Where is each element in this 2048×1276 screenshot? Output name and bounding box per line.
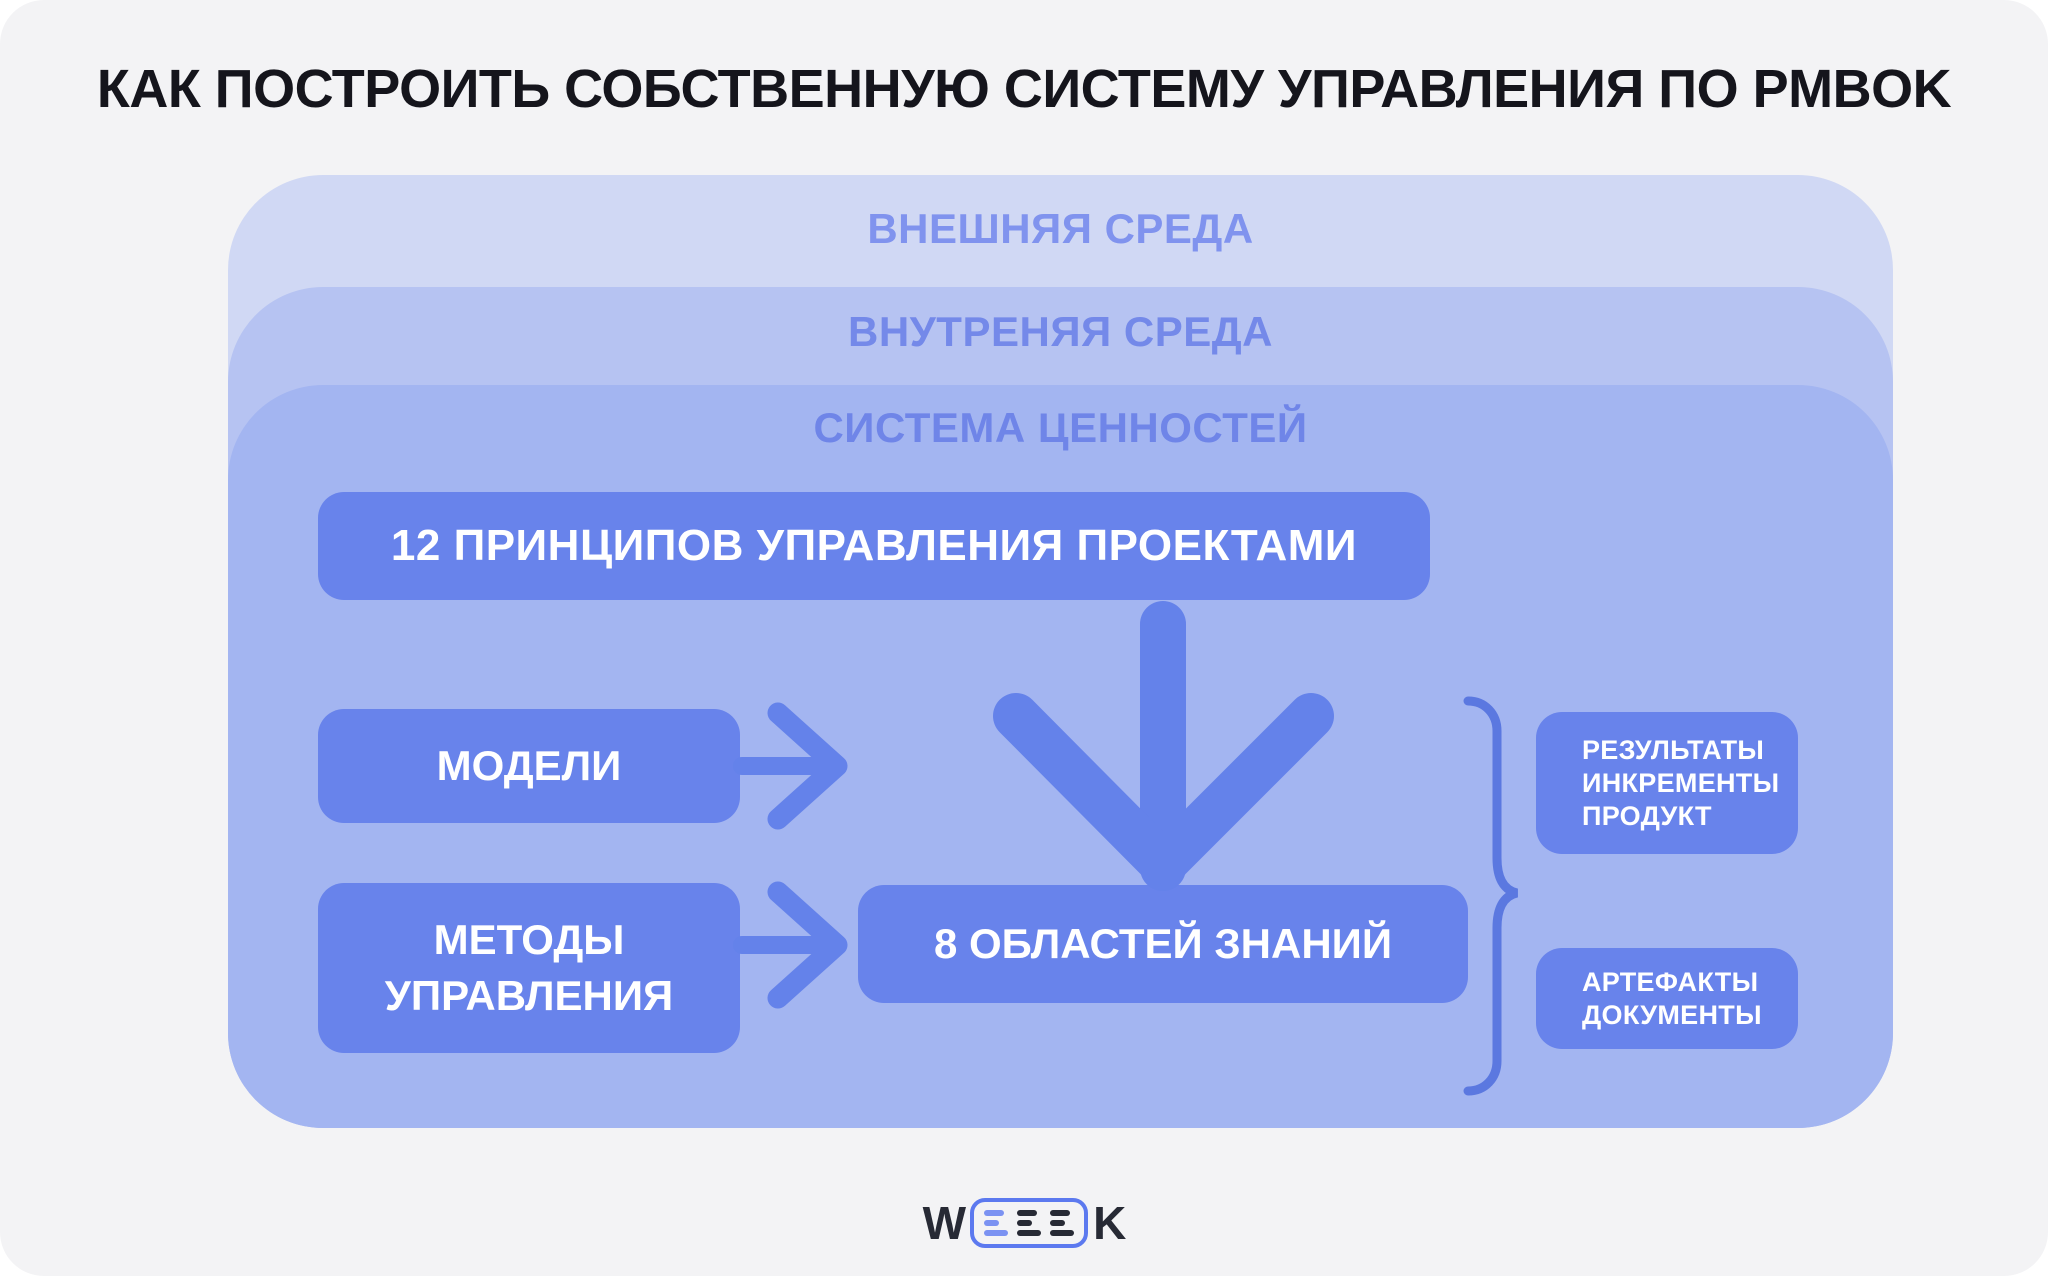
results-box: РЕЗУЛЬТАТЫ ИНКРЕМЕНТЫ ПРОДУКТ [1536,712,1798,854]
principles-box: 12 ПРИНЦИПОВ УПРАВЛЕНИЯ ПРОЕКТАМИ [318,492,1430,600]
models-box-label: МОДЕЛИ [436,742,622,789]
artifacts-box-line-2: ДОКУМЕНТЫ [1582,999,1762,1030]
models-box: МОДЕЛИ [318,709,740,823]
logo-e-icon [984,1210,1009,1236]
layer-internal-label: ВНУТРЕНЯЯ СРЕДА [848,308,1273,355]
logo-e-block [970,1198,1089,1248]
results-box-line-2: ИНКРЕМЕНТЫ [1582,767,1780,798]
logo-e-icon [1050,1210,1075,1236]
methods-box: МЕТОДЫ УПРАВЛЕНИЯ [318,883,740,1053]
results-box-line-1: РЕЗУЛЬТАТЫ [1582,734,1765,765]
logo-letter-w: W [922,1197,966,1249]
layer-external-label: ВНЕШНЯЯ СРЕДА [867,205,1254,252]
weeek-logo: W K [0,1196,2048,1250]
artifacts-box: АРТЕФАКТЫ ДОКУМЕНТЫ [1536,948,1798,1049]
logo-e-icon [1017,1210,1042,1236]
knowledge-areas-box: 8 ОБЛАСТЕЙ ЗНАНИЙ [858,885,1468,1003]
knowledge-areas-box-label: 8 ОБЛАСТЕЙ ЗНАНИЙ [933,920,1393,967]
methods-box-line-2: УПРАВЛЕНИЯ [384,972,674,1019]
layer-value-system-label: СИСТЕМА ЦЕННОСТЕЙ [813,404,1308,451]
logo-letter-k: K [1093,1197,1126,1249]
principles-box-label: 12 ПРИНЦИПОВ УПРАВЛЕНИЯ ПРОЕКТАМИ [390,521,1358,570]
artifacts-box-line-1: АРТЕФАКТЫ [1582,966,1759,997]
results-box-line-3: ПРОДУКТ [1582,800,1712,831]
methods-box-line-1: МЕТОДЫ [433,916,625,963]
page-title: КАК ПОСТРОИТЬ СОБСТВЕННУЮ СИСТЕМУ УПРАВЛ… [96,59,1952,119]
